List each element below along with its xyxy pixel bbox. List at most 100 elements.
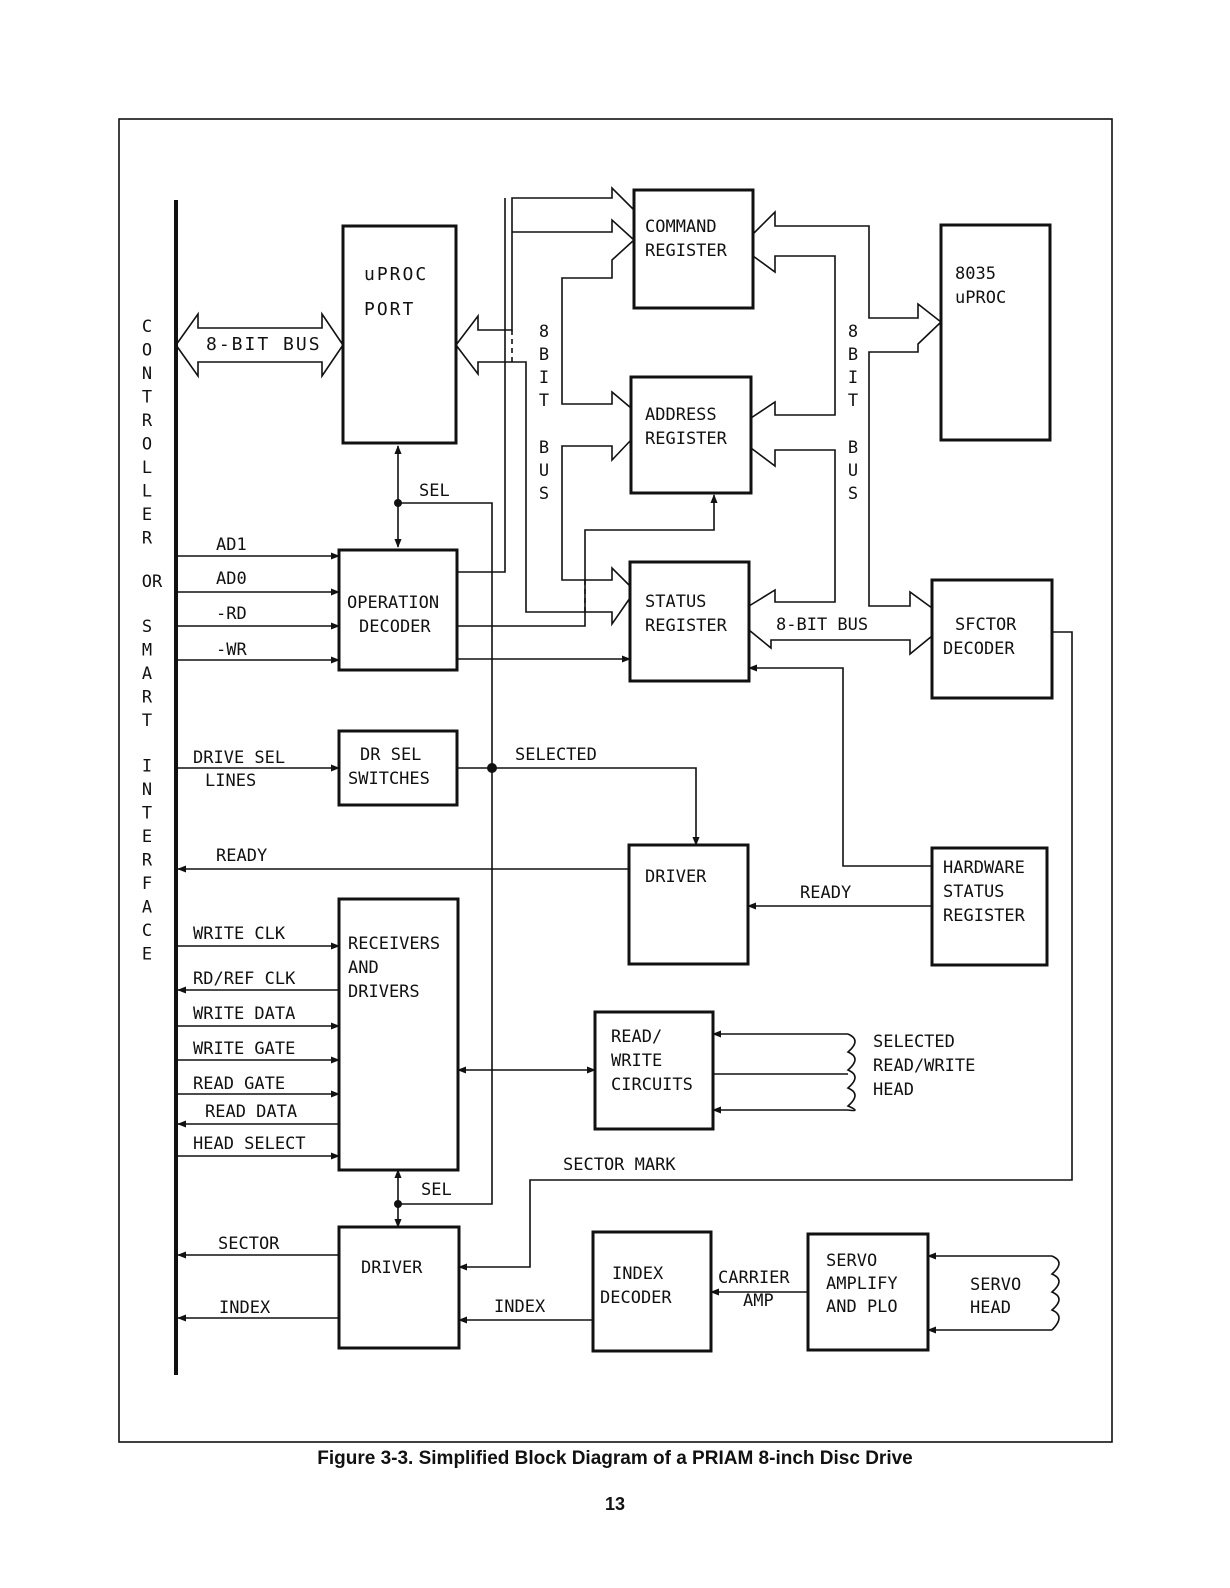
bus-cmd-right-lower — [750, 255, 836, 419]
dr-sel-switches-line1: DR SEL — [360, 745, 421, 765]
bus-port-right-lower — [455, 344, 631, 627]
page-number: 13 — [604, 1494, 626, 1514]
receivers-drivers-block: RECEIVERS AND DRIVERS — [337, 897, 460, 1172]
rw-head-line2: READ/WRITE — [873, 1056, 975, 1076]
status-register-block: STATUS REGISTER — [628, 560, 751, 683]
receivers-drivers-line3: DRIVERS — [348, 982, 420, 1002]
driver-sector-block: DRIVER — [337, 1225, 461, 1350]
read-gate-label: READ GATE — [193, 1074, 285, 1094]
address-register-block: ADDRESS REGISTER — [629, 375, 753, 495]
sector-label: SECTOR — [218, 1234, 280, 1254]
receivers-drivers-line2: AND — [348, 958, 379, 978]
index-decoder-line2: DECODER — [600, 1288, 672, 1308]
index-mid-label: INDEX — [494, 1297, 546, 1317]
uproc-8035-line1: 8035 — [955, 264, 996, 284]
read-write-circuits-line3: CIRCUITS — [611, 1075, 693, 1095]
command-register-line1: COMMAND — [645, 217, 717, 237]
sector-mark-label: SECTOR MARK — [563, 1155, 676, 1175]
write-data-label: WRITE DATA — [193, 1004, 295, 1024]
hardware-status-line2: STATUS — [943, 882, 1004, 902]
carrier-amp-line2: AMP — [743, 1291, 774, 1311]
write-gate-label: WRITE GATE — [193, 1039, 295, 1059]
drive-sel-line2: LINES — [205, 771, 256, 791]
bus-status-sector — [748, 629, 933, 656]
bus-port-right — [455, 186, 635, 346]
ad0-label: AD0 — [216, 569, 247, 589]
rw-head-line1: SELECTED — [873, 1032, 955, 1052]
status-register-line2: REGISTER — [645, 616, 728, 636]
index-decoder-block: INDEX DECODER — [591, 1230, 713, 1353]
bus-label-interface: 8-BIT BUS — [206, 334, 322, 355]
servo-amplify-line3: AND PLO — [826, 1297, 898, 1317]
rd-ref-clk-label: RD/REF CLK — [193, 969, 296, 989]
servo-head-coil-icon — [1050, 1255, 1060, 1331]
bus-cmd-left — [512, 218, 636, 409]
bus-arrow-interface-port — [175, 311, 344, 379]
carrier-amp-line1: CARRIER — [718, 1268, 790, 1288]
wr-label: -WR — [216, 640, 247, 660]
servo-amplify-line2: AMPLIFY — [826, 1274, 898, 1294]
uproc-8035-block: 8035 uPROC — [939, 223, 1052, 442]
bus-addr-right — [748, 447, 836, 607]
uproc-port-line1: uPROC — [364, 264, 428, 285]
read-write-circuits-line2: WRITE — [611, 1051, 662, 1071]
bus-label-status: 8-BIT BUS — [776, 615, 868, 635]
operation-decoder-line2: DECODER — [359, 617, 431, 637]
driver-ready-block: DRIVER — [627, 843, 750, 966]
sector-decoder-line2: DECODER — [943, 639, 1015, 659]
dr-sel-switches-block: DR SEL SWITCHES — [337, 729, 459, 807]
read-data-label: READ DATA — [205, 1102, 297, 1122]
read-write-circuits-line1: READ/ — [611, 1027, 662, 1047]
receivers-drivers-line1: RECEIVERS — [348, 934, 440, 954]
drive-sel-line1: DRIVE SEL — [193, 748, 285, 768]
rd-label: -RD — [216, 604, 247, 624]
sel-bottom-label: SEL — [421, 1180, 452, 1200]
driver-ready-label: DRIVER — [645, 867, 707, 887]
ready-right-label: READY — [800, 883, 851, 903]
sel-top-line — [398, 502, 493, 1205]
hardware-status-line1: HARDWARE — [943, 858, 1025, 878]
selected-label: SELECTED — [515, 745, 597, 765]
driver-sector-label: DRIVER — [361, 1258, 423, 1278]
head-select-label: HEAD SELECT — [193, 1134, 306, 1154]
figure-frame — [118, 118, 1113, 1443]
command-register-block: COMMAND REGISTER — [632, 188, 755, 310]
rw-head-line3: HEAD — [873, 1080, 914, 1100]
figure-caption: Figure 3-3. Simplified Block Diagram of … — [317, 1448, 913, 1469]
read-write-circuits-block: READ/ WRITE CIRCUITS — [593, 1010, 715, 1131]
hardware-status-register-block: HARDWARE STATUS REGISTER — [930, 846, 1049, 967]
bus-addr-left — [561, 439, 632, 587]
rw-head-coil-icon — [846, 1033, 856, 1112]
sector-decoder-line1: SFCTOR — [955, 615, 1017, 635]
hardware-status-line3: REGISTER — [943, 906, 1026, 926]
bus-cmd-right — [752, 210, 943, 609]
sector-decoder-block: SFCTOR DECODER — [930, 578, 1054, 700]
status-register-line1: STATUS — [645, 592, 706, 612]
servo-amplify-block: SERVO AMPLIFY AND PLO — [806, 1232, 930, 1352]
dr-sel-switches-line2: SWITCHES — [348, 769, 430, 789]
write-clk-label: WRITE CLK — [193, 924, 286, 944]
address-register-line2: REGISTER — [645, 429, 728, 449]
ad1-label: AD1 — [216, 535, 247, 555]
command-register-line2: REGISTER — [645, 241, 728, 261]
sel-top-label: SEL — [419, 481, 450, 501]
uproc-port-block: uPROC PORT — [341, 224, 458, 445]
servo-amplify-line1: SERVO — [826, 1251, 877, 1271]
index-decoder-line1: INDEX — [612, 1264, 664, 1284]
uproc-port-line2: PORT — [364, 299, 415, 320]
operation-decoder-block: OPERATION DECODER — [337, 548, 459, 672]
operation-decoder-line1: OPERATION — [347, 593, 439, 613]
uproc-8035-line2: uPROC — [955, 288, 1006, 308]
ready-left-label: READY — [216, 846, 267, 866]
index-left-label: INDEX — [219, 1298, 271, 1318]
servo-head-line1: SERVO — [970, 1275, 1021, 1295]
servo-head-line2: HEAD — [970, 1298, 1011, 1318]
address-register-line1: ADDRESS — [645, 405, 717, 425]
